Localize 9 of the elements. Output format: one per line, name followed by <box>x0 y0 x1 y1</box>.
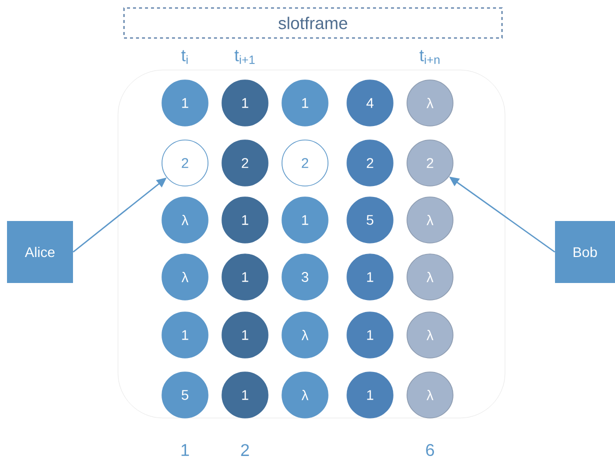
slotframe-box: slotframe <box>123 7 503 39</box>
time-label: t$_{i}$ <box>181 50 188 64</box>
time-label: t$_{i+n}$ <box>420 50 440 64</box>
person-box: Bob <box>555 221 615 283</box>
time-label: t$_{i+1}$ <box>234 50 255 64</box>
column-number: 2 <box>241 444 249 456</box>
column-number: 6 <box>426 444 434 456</box>
column-number: 1 <box>182 444 189 456</box>
person-box: Alice <box>7 221 73 283</box>
